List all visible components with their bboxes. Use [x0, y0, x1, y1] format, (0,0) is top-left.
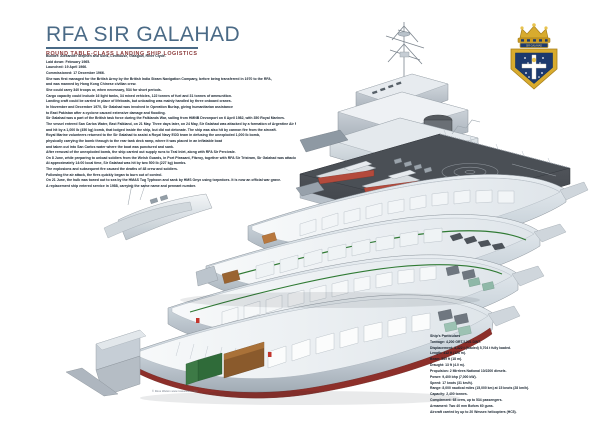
particulars-row: Speed: 17 knots (31 km/h). — [430, 380, 473, 385]
copyright-notice: © Ross Watton www.rosswatton.com — [152, 390, 198, 393]
layer-partial-bow-upper-left — [103, 181, 213, 241]
history-line: Royal Marine volunteers returned to the … — [46, 133, 260, 138]
particulars-row: Length: 412 ft (126 m). — [430, 351, 466, 356]
history-line: After removal of the unexploded bomb, th… — [46, 150, 236, 155]
particulars-row: Propulsion: 2 Mirrlees National 10/2200 … — [430, 368, 507, 373]
history-line: Sir Galahad was a part of the British ta… — [46, 116, 285, 121]
particulars-heading: Ship's Particulars — [430, 334, 461, 338]
ships-particulars-block: Ship's Particulars Tonnage: 4,200 GRT,3,… — [430, 333, 590, 416]
bow-ramp — [65, 329, 147, 397]
history-line: Laid down: February 1965. — [46, 59, 91, 64]
history-line: The explosions and subsequent fire cause… — [46, 167, 178, 172]
history-line: On 8 June, while preparing to unload sol… — [46, 155, 296, 160]
history-line: and was manned by Hong Kong Chinese civi… — [46, 82, 137, 87]
history-line: The vessel entered San Carlos Water, Eas… — [46, 121, 296, 126]
history-line: At approximately 14:00 local time, Sir G… — [46, 161, 187, 166]
particulars-row: Aircraft carried by up to 20 Wessex heli… — [430, 409, 517, 414]
particulars-row: Displacement: 3,322 t (loaded) 5,704 t f… — [430, 345, 512, 350]
history-line: A replacement ship entered service in 19… — [46, 184, 197, 189]
history-text-block: Builder: Alexander Stephen and Sons, Lin… — [46, 54, 296, 190]
particulars-row: Capacity: 2,400 tonnes. — [430, 392, 468, 397]
history-line: and hit by a 1,000 lb (450 kg) bomb, tha… — [46, 127, 277, 132]
particulars-row: Tonnage: 4,200 GRT,3,201 DWT. — [430, 339, 481, 344]
history-line: Builder: Alexander Stephen and Sons, Lin… — [46, 54, 166, 58]
badge-scroll-text: SIR GALAHAD — [526, 45, 542, 48]
particulars-row: Armament: Two 40 mm Bofors 60 guns. — [430, 403, 494, 408]
page-title: RFA SIR GALAHAD — [46, 23, 241, 46]
history-line: to East Pakistan after a cyclone caused … — [46, 110, 166, 115]
particulars-row: Draught: 13 ft (4.0 m). — [430, 363, 465, 368]
history-line: Commissioned: 17 December 1966. — [46, 70, 105, 75]
page-subtitle: ROUND TABLE-CLASS LANDING SHIP LOGISTICS — [46, 51, 198, 58]
poster-header: RFA SIR GALAHAD ROUND TABLE-CLASS LANDIN… — [46, 24, 276, 57]
particulars-row: Beam: 589 ft (18 m). — [430, 357, 463, 362]
history-line: and taken out into San Carlos water wher… — [46, 144, 174, 149]
history-line: physically carrying the bomb through to … — [46, 138, 223, 143]
layer-superstructure-and-mast — [299, 22, 481, 177]
history-line: On 21 June, the hulk was towed out to se… — [46, 178, 281, 183]
history-line: Cargo capacity could include 16 light ta… — [46, 93, 232, 98]
naval-crown-icon — [517, 23, 551, 43]
title-divider — [46, 47, 198, 49]
history-line: Landing craft could be carried in place … — [46, 99, 232, 104]
history-line: Following the air attack, the fires quic… — [46, 172, 163, 177]
ships-badge: SIR GALAHAD — [502, 22, 566, 94]
history-line: Launched: 19 April 1966. — [46, 65, 88, 70]
particulars-row: Power: 9,400 bhp (7,000 kW). — [430, 374, 477, 379]
layer-tank-deck-and-hull — [65, 294, 521, 399]
badge-cross-icon — [521, 54, 547, 80]
badge-name-scroll — [519, 42, 549, 48]
history-line: In November and December 1970, Sir Galah… — [46, 104, 233, 109]
history-line: She could carry 340 troops or, when nece… — [46, 87, 162, 92]
history-line: She was first managed for the British Ar… — [46, 76, 272, 81]
particulars-row: Complement: 68 crew, up to 534 passenger… — [430, 398, 503, 403]
particulars-row: Range: 8,000 nautical miles (15,000 km) … — [430, 386, 530, 391]
